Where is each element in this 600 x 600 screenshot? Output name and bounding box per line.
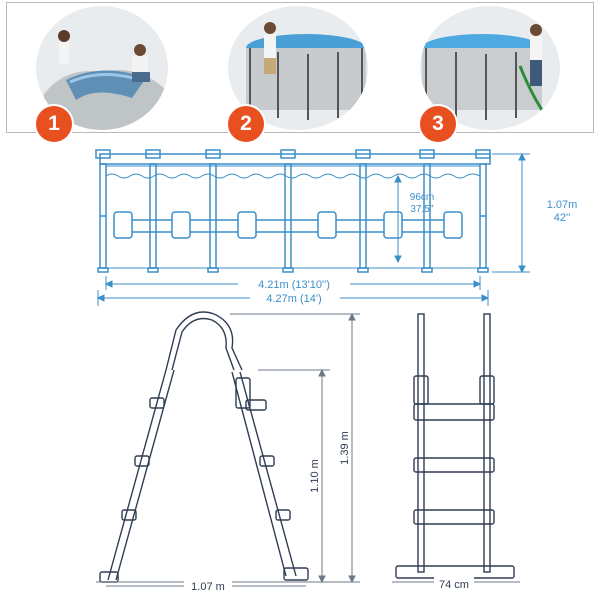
pool-uprights [99,163,487,269]
water-height-in: 37.5'' [410,204,433,215]
side-handrail [165,311,243,371]
ladder-base-width-label: 1.07 m [191,581,225,593]
front-step-3 [413,509,495,525]
outer-diameter-label: 4.27m (14') [266,293,321,305]
front-rail-right [483,313,491,573]
ladder-front-view: 74 cm [392,313,520,591]
water-height-dimension [394,174,402,264]
side-leg-right [239,371,297,577]
pool-connectors [95,149,491,159]
pool-belt-straps [100,211,486,239]
ladder-platform-height-label: 1.10 m [309,459,321,493]
ladder-front-width-label: 74 cm [439,579,469,591]
ladder-total-height-label: 1.39 m [339,431,351,465]
pool-height-m: 1.07m [547,199,578,211]
step-3-badge: 3 [420,106,456,142]
step-1-badge: 1 [36,106,72,142]
front-step-2 [413,457,495,473]
inner-diameter-label: 4.21m (13'10'') [258,279,330,291]
side-leg-left [107,369,167,581]
pool-height-dimension [492,152,530,274]
pool-height-in: 42'' [554,212,570,224]
platform-bracket [235,377,251,409]
ladder-side-view: 1.07 m 1.10 m 1.39 m [96,311,360,593]
pool-frame-diagram: 96cm 37.5'' 1.07m 42'' 4.21m (13'10'') 4… [95,149,578,306]
step-2-badge: 2 [228,106,264,142]
step-3-photo [420,6,560,130]
front-rail-left [417,313,425,573]
front-step-1 [413,403,495,421]
pool-feet [97,267,489,273]
water-line [105,173,481,179]
water-height-m: 96cm [410,192,434,203]
